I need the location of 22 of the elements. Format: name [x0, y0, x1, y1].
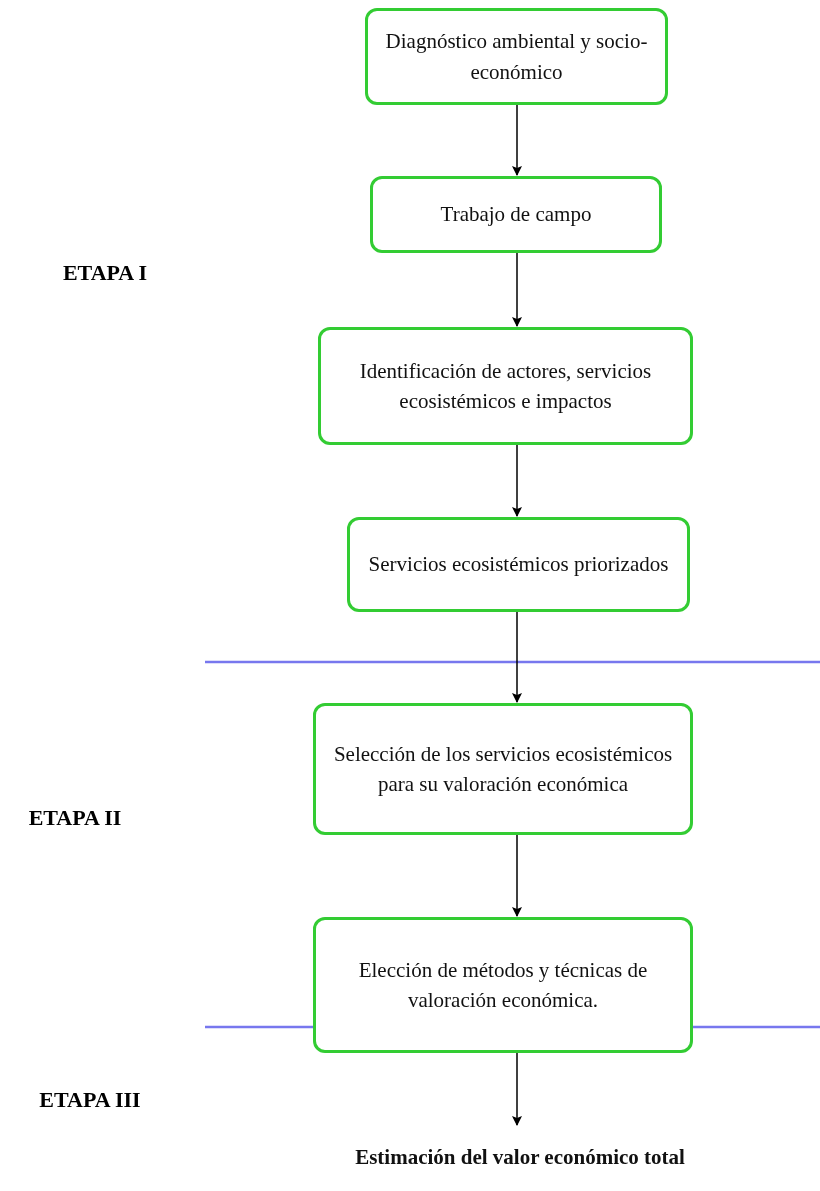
- result-text: Estimación del valor económico total: [355, 1143, 685, 1171]
- stage-label: ETAPA II: [27, 804, 123, 832]
- arrow: [512, 444, 522, 517]
- process-box: [313, 703, 693, 835]
- process-box: [313, 917, 693, 1053]
- step-text: Selección de los servicios ecosistémicos para su valoración económica: [332, 740, 674, 798]
- stage-label: ETAPA III: [38, 1086, 142, 1114]
- process-box: [318, 327, 693, 445]
- process-box: [370, 176, 662, 253]
- arrow: [512, 1052, 522, 1126]
- arrow: [512, 611, 522, 703]
- process-box: [365, 8, 668, 105]
- step-text: Identificación de actores, servicios ecosistémicos e impactos: [358, 357, 653, 415]
- step-text: Servicios ecosistémicos priorizados: [368, 551, 669, 579]
- arrow: [512, 834, 522, 917]
- process-box: [347, 517, 690, 612]
- stage-label: ETAPA I: [61, 259, 149, 287]
- arrow: [512, 252, 522, 327]
- step-text: Diagnóstico ambiental y socio-económico: [384, 28, 649, 86]
- step-text: Trabajo de campo: [440, 201, 592, 229]
- step-text: Elección de métodos y técnicas de valoración económica.: [357, 956, 649, 1014]
- arrow: [512, 104, 522, 176]
